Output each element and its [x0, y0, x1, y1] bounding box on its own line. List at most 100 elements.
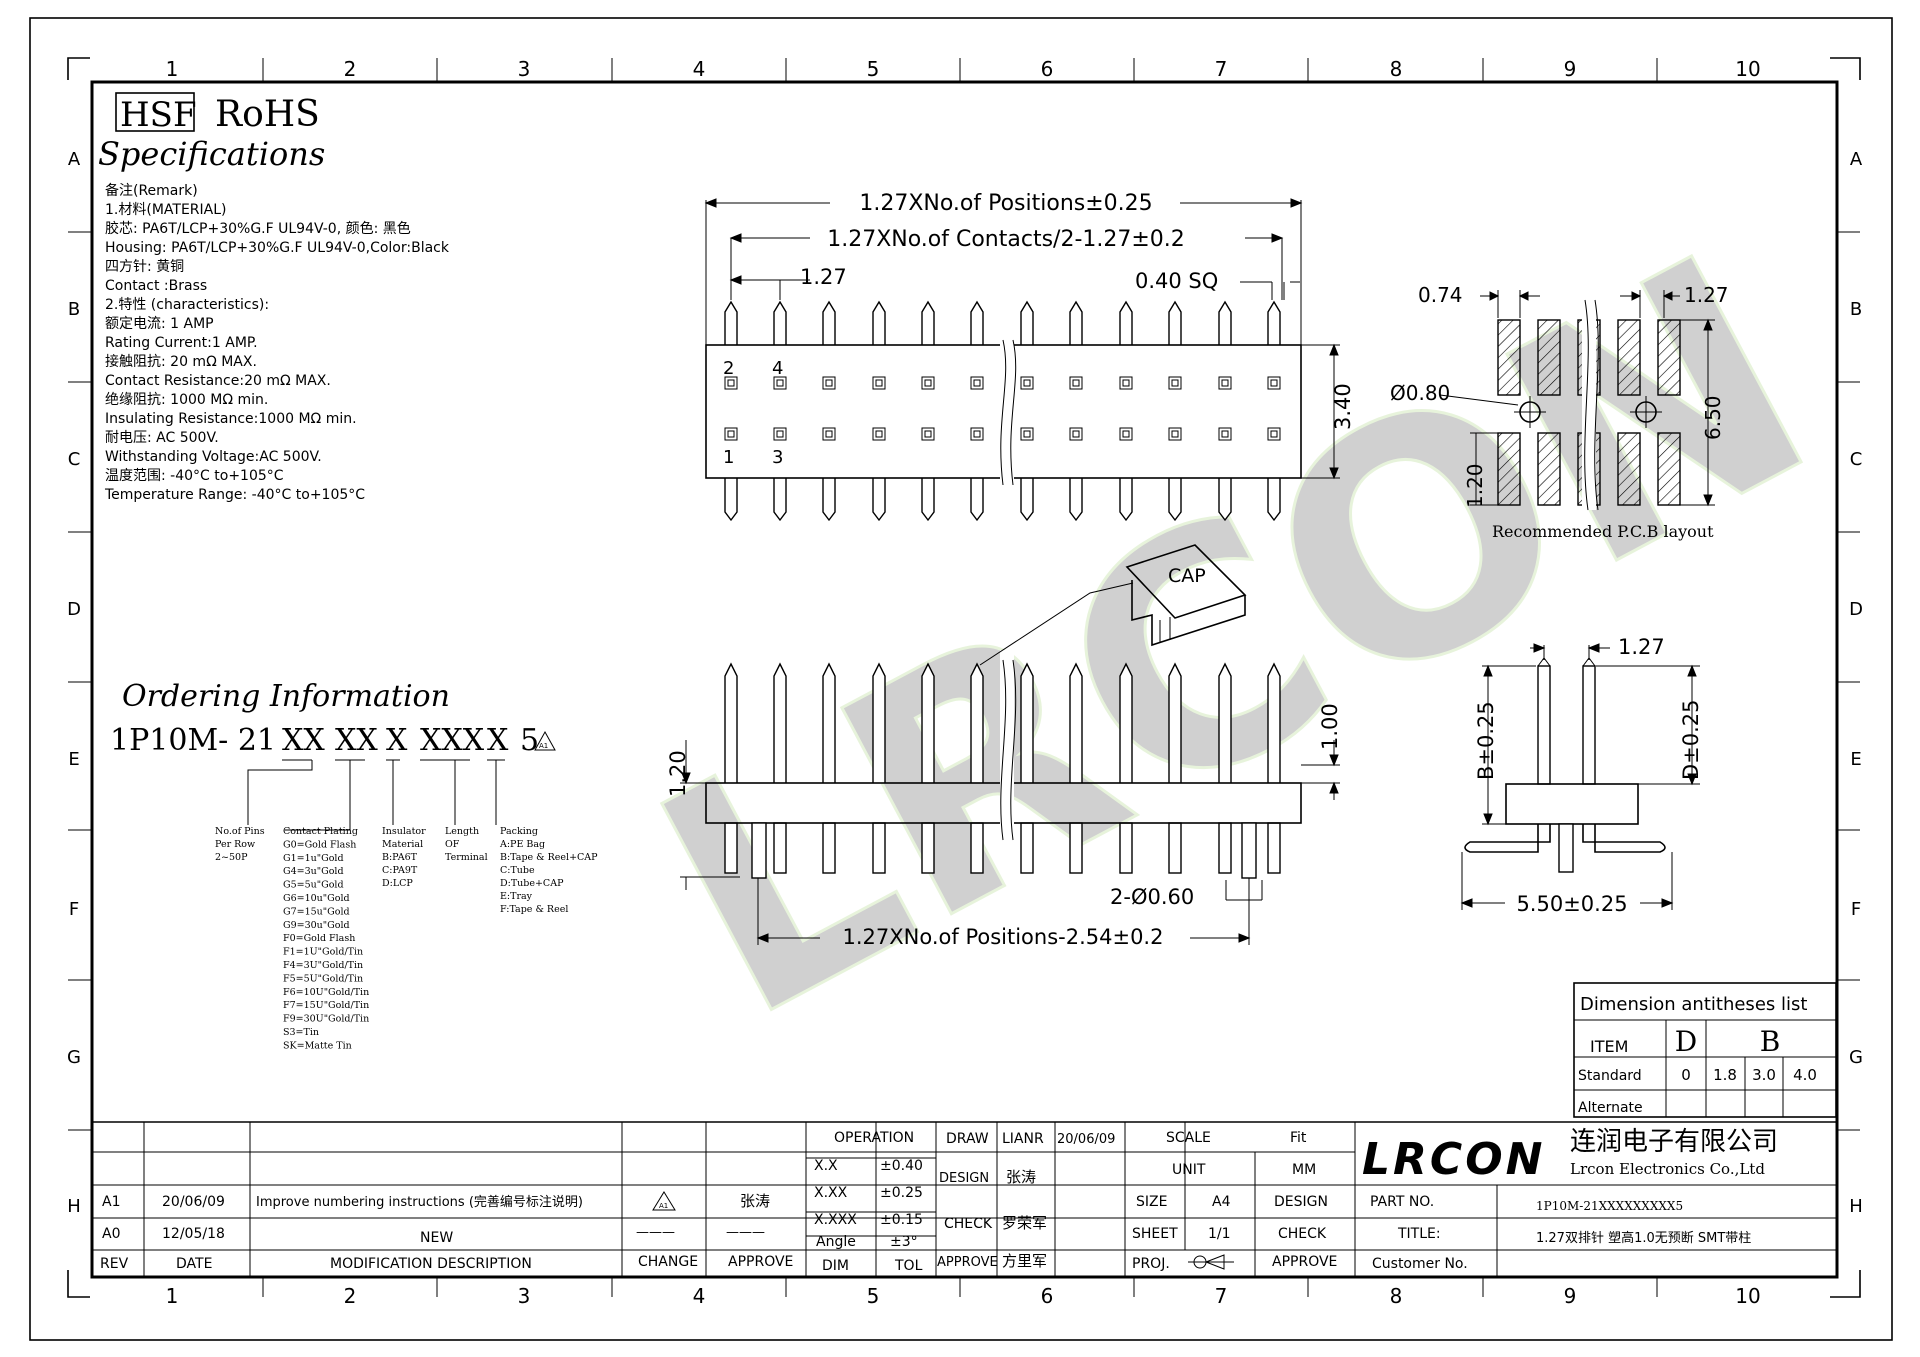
pin-hole	[1267, 376, 1281, 390]
dim-d: D±0.25	[1679, 699, 1703, 780]
col-label: 4	[693, 57, 706, 81]
col-label: 6	[1041, 1284, 1054, 1308]
spec-list: 备注(Remark) 1.材料(MATERIAL) 胶芯: PA6T/LCP+3…	[104, 182, 450, 503]
spec-line: 额定电流: 1 AMP	[105, 316, 214, 332]
pin	[1267, 662, 1281, 783]
tol-val: ±0.40	[880, 1158, 923, 1174]
head-approve: APPROVE	[728, 1254, 793, 1270]
cap-leader	[979, 582, 1134, 666]
pin-hole	[973, 379, 981, 387]
dim-holes: 2-Ø0.60	[1110, 885, 1194, 909]
row-label: D	[1849, 599, 1863, 620]
row-label: A	[68, 149, 81, 170]
pin	[1119, 300, 1133, 345]
front-view	[705, 650, 1302, 879]
pin	[822, 478, 836, 522]
row-label: E	[68, 749, 79, 770]
row-label: C	[1850, 449, 1863, 470]
dim-positions: 1.27XNo.of Positions±0.25	[859, 191, 1152, 216]
legend-line: G6=10u"Gold	[283, 893, 350, 904]
pcb-pad	[1617, 319, 1641, 396]
pin-hole	[1171, 379, 1179, 387]
cap-label: CAP	[1168, 565, 1206, 587]
dim-b: B±0.25	[1474, 701, 1498, 780]
pcb-pad	[1657, 319, 1681, 396]
spec-line: Rating Current:1 AMP.	[105, 335, 258, 351]
pin	[773, 300, 787, 345]
spec-line: 四方针: 黄铜	[105, 258, 184, 275]
tol-val: ±0.15	[880, 1212, 923, 1228]
pin-hole	[1069, 427, 1083, 441]
tol-operation: OPERATION	[834, 1130, 914, 1146]
pin-hole	[724, 427, 738, 441]
pin-hole	[1122, 379, 1130, 387]
code-suffix: 5	[520, 723, 539, 758]
spec-line: Withstanding Voltage:AC 500V.	[105, 449, 322, 465]
pin	[822, 662, 836, 783]
spec-line: 温度范围: -40°C to+105°C	[105, 467, 284, 484]
spec-line: Housing: PA6T/LCP+30%G.F UL94V-0,Color:B…	[105, 240, 450, 256]
legend-line: F:Tape & Reel	[500, 904, 568, 915]
rev-date: 12/05/18	[162, 1226, 225, 1242]
pin-hole	[1119, 376, 1133, 390]
tol-val: ±3°	[890, 1234, 918, 1250]
customer-label: Customer No.	[1372, 1256, 1468, 1272]
title-value: 1.27双排针 塑高1.0无预断 SMT带柱	[1536, 1230, 1751, 1246]
dim-table-value: 1.8	[1713, 1066, 1737, 1084]
sign-draw-name: LIANR	[1002, 1131, 1044, 1147]
pin	[1020, 662, 1034, 783]
col-label: 9	[1564, 1284, 1577, 1308]
break-line	[1000, 339, 1017, 486]
code-prefix: 1P10M- 21	[110, 723, 276, 758]
pin-hole	[1072, 379, 1080, 387]
info-sheet-val: 1/1	[1208, 1226, 1231, 1242]
dim-table-b: B	[1760, 1025, 1781, 1058]
row-label: H	[1849, 1196, 1863, 1217]
pin	[1267, 478, 1281, 522]
col-label: 3	[518, 1284, 531, 1308]
info-proj: PROJ.	[1132, 1256, 1170, 1272]
pin-number-2: 2	[723, 358, 734, 379]
legend-line: 2~50P	[215, 852, 248, 863]
pin-hole	[1122, 430, 1130, 438]
pin	[970, 478, 984, 522]
info-unit: UNIT	[1172, 1162, 1206, 1178]
pin	[921, 300, 935, 345]
break-line	[1584, 299, 1599, 511]
hsf-box	[115, 92, 195, 132]
pin-hole	[1221, 430, 1229, 438]
sign-approve: APPROVE	[937, 1255, 998, 1270]
pcb-w074: 0.74	[1418, 283, 1463, 307]
dimension-table: Dimension antitheses list ITEM D B Stand…	[1573, 982, 1837, 1118]
pin-hole	[727, 430, 735, 438]
dim-side-pitch: 1.27	[1618, 635, 1665, 659]
legend-line: G0=Gold Flash	[283, 839, 356, 850]
side-dimensions	[1460, 643, 1700, 910]
pin-hole	[970, 376, 984, 390]
rev-approve: 张涛	[740, 1192, 770, 1210]
pin-hole	[924, 379, 932, 387]
rev-change: ———	[636, 1225, 675, 1240]
pin	[773, 822, 787, 874]
outer-border	[29, 17, 1893, 1341]
pin-hole	[924, 430, 932, 438]
rev-id: A1	[102, 1194, 120, 1210]
legend-line: G1=1u"Gold	[283, 853, 344, 864]
packing-column: Packing A:PE Bag B:Tape & Reel+CAP C:Tub…	[499, 826, 598, 915]
legend-line: B:Tape & Reel+CAP	[500, 852, 598, 863]
column-labels: 1 2 3 4 5 6 7 8 9 10 1 2 3 4 5 6 7 8 9 1…	[166, 57, 1761, 1308]
row-label: C	[68, 449, 81, 470]
pin	[724, 478, 738, 522]
row-label: H	[67, 1196, 81, 1217]
spec-line: Insulating Resistance:1000 MΩ min.	[105, 411, 357, 427]
revision-mark: A1	[539, 742, 548, 750]
pin	[872, 662, 886, 783]
pin	[1218, 478, 1232, 522]
pin-hole	[773, 427, 787, 441]
side-pin	[1537, 665, 1551, 785]
pins-column: No.of Pins Per Row 2~50P	[215, 826, 265, 863]
pin	[970, 300, 984, 345]
pin-hole	[1267, 427, 1281, 441]
legend-line: Packing	[500, 826, 538, 837]
pin-hole	[776, 379, 784, 387]
